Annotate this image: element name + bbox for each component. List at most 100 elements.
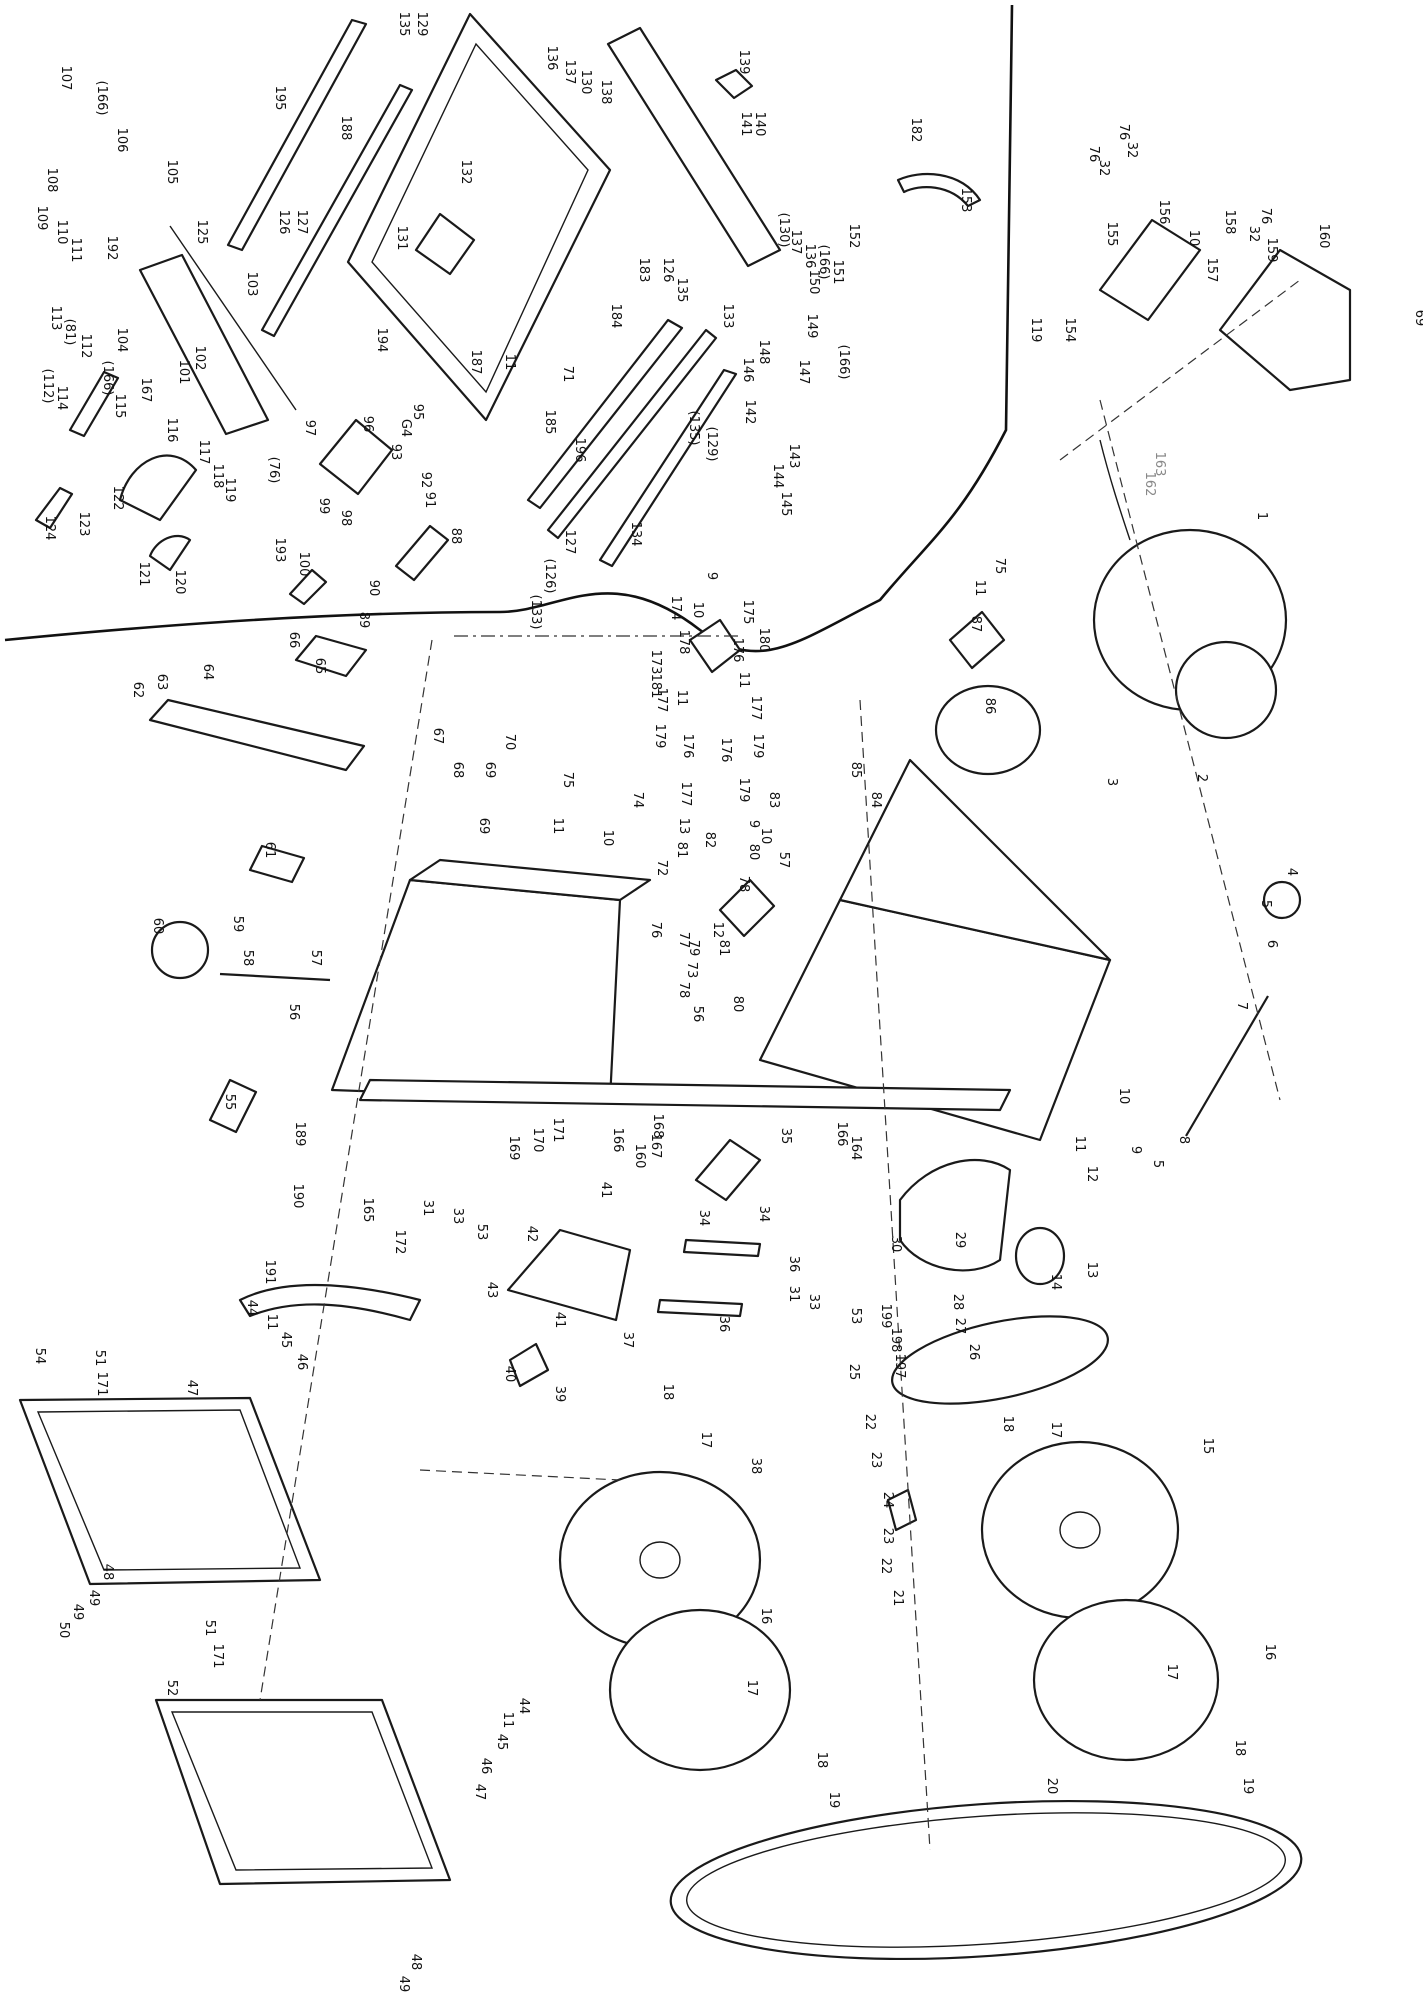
part-label-l33a: 33 (450, 1208, 465, 1225)
drive-belt-20 (891, 1315, 1109, 1405)
part-label-l108: 108 (44, 168, 59, 193)
part-label-l85: 85 (848, 762, 863, 779)
part-label-l50: 50 (56, 1622, 71, 1639)
blade-20 (669, 1799, 1303, 1961)
part-label-l46b: 46 (478, 1758, 493, 1775)
main-frame (148, 618, 1302, 1142)
trunnion-121 (148, 534, 192, 572)
part-label-l86: 86 (982, 698, 997, 715)
part-label-l45b: 45 (494, 1734, 509, 1751)
part-label-l65: 65 (312, 658, 327, 675)
part-label-l119b: 119 (1028, 318, 1043, 343)
part-label-l184: 184 (608, 304, 623, 329)
part-label-l1: 1 (1254, 512, 1269, 520)
part-label-l80b: 80 (730, 996, 745, 1013)
part-label-l23b: 23 (880, 1528, 895, 1545)
part-label-l58: 58 (240, 950, 255, 967)
part-label-l96: 96 (360, 416, 375, 433)
part-label-l181: 181 (648, 674, 663, 699)
part-label-l63: 63 (154, 674, 169, 691)
part-label-l120: 120 (172, 570, 187, 595)
part-label-l53b: 53 (848, 1308, 863, 1325)
part-label-l5b: 5 (1150, 1160, 1165, 1168)
part-label-l47a: 47 (184, 1380, 199, 1397)
part-label-l193: 193 (272, 538, 287, 563)
part-label-l36a: 36 (786, 1256, 801, 1273)
part-label-l164: 164 (848, 1136, 863, 1161)
part-label-l78a: 78 (736, 876, 751, 893)
part-label-l159: 159 (1264, 238, 1279, 263)
scale-139 (714, 68, 754, 100)
part-label-l189: 189 (292, 1122, 307, 1147)
part-label-l129c: (129) (704, 427, 719, 462)
part-label-l17a: 17 (698, 1432, 713, 1449)
part-label-l37: 37 (620, 1332, 635, 1349)
part-label-l160b: 160 (1316, 224, 1331, 249)
part-label-l11b: 11 (550, 818, 565, 835)
part-label-l32a: 32 (1096, 160, 1111, 177)
part-label-l15: 15 (1200, 1438, 1215, 1455)
fence-rail-195 (226, 18, 368, 252)
part-label-l77: 77 (676, 932, 691, 949)
part-label-l76d: 76 (1116, 124, 1131, 141)
part-label-l92: 92 (418, 472, 433, 489)
cover-87 (948, 610, 1006, 670)
part-label-l89: 89 (356, 612, 371, 629)
part-label-l69c: 69 (1412, 310, 1423, 327)
part-label-l135b: 135 (674, 278, 689, 303)
part-label-l17d: 17 (1164, 1664, 1179, 1681)
part-label-l179b: 179 (750, 734, 765, 759)
part-label-l83: 83 (766, 792, 781, 809)
part-label-l11d: 11 (736, 672, 751, 689)
part-label-l23a: 23 (868, 1452, 883, 1469)
part-label-l185: 185 (542, 410, 557, 435)
part-label-l176a: 176 (730, 638, 745, 663)
part-label-l142: 142 (742, 400, 757, 425)
part-label-l122: 122 (110, 486, 125, 511)
part-label-l102: 102 (192, 346, 207, 371)
part-label-l11h: 11 (500, 1712, 515, 1729)
part-label-l73: 73 (684, 962, 699, 979)
part-label-l94: G4 (398, 419, 413, 437)
part-label-l6: 6 (1264, 940, 1279, 948)
part-label-l154: 154 (1062, 318, 1077, 343)
part-label-l76e: 76 (1258, 208, 1273, 225)
part-label-l34a: 34 (696, 1210, 711, 1227)
part-label-l19a: 19 (826, 1792, 841, 1809)
part-label-l163: 163 (1152, 452, 1167, 477)
part-label-l16b: 16 (1262, 1644, 1277, 1661)
part-label-l114: 114 (54, 386, 69, 411)
bracket-36b (656, 1298, 744, 1318)
part-label-l56b: 56 (690, 1006, 705, 1023)
plate-66 (294, 634, 368, 678)
part-label-l43: 43 (484, 1282, 499, 1299)
part-label-l69b: 69 (476, 818, 491, 835)
trunnion-122 (118, 454, 198, 522)
part-label-l197: 197 (892, 1354, 907, 1379)
part-label-l177c: 177 (678, 782, 693, 807)
part-label-l12a: 12 (710, 922, 725, 939)
handle-153 (896, 172, 982, 208)
part-label-l168: 168 (650, 1114, 665, 1139)
door-52 (154, 1698, 452, 1886)
fence-rail-188 (260, 83, 414, 338)
part-label-l22b: 22 (878, 1558, 893, 1575)
part-label-l157: 157 (1204, 258, 1219, 283)
part-label-l44b: 44 (516, 1698, 531, 1715)
part-label-l110: 110 (54, 220, 69, 245)
part-label-l160: 160 (632, 1144, 647, 1169)
part-label-l144: 144 (770, 464, 785, 489)
part-label-l35: 35 (778, 1128, 793, 1145)
part-label-l153: 153 (958, 188, 973, 213)
part-label-l9c: 9 (1128, 1146, 1143, 1154)
lower-wheel-hub (1059, 1511, 1101, 1549)
part-label-l7: 7 (1234, 1002, 1249, 1010)
doors (18, 1396, 452, 1886)
part-label-l190: 190 (290, 1184, 305, 1209)
part-label-l10c: 10 (758, 828, 773, 845)
lower-wheel-15 (980, 1440, 1180, 1620)
rod-125 (169, 225, 297, 411)
part-label-l121: 121 (136, 562, 151, 587)
part-label-l166a: (166) (94, 81, 109, 116)
